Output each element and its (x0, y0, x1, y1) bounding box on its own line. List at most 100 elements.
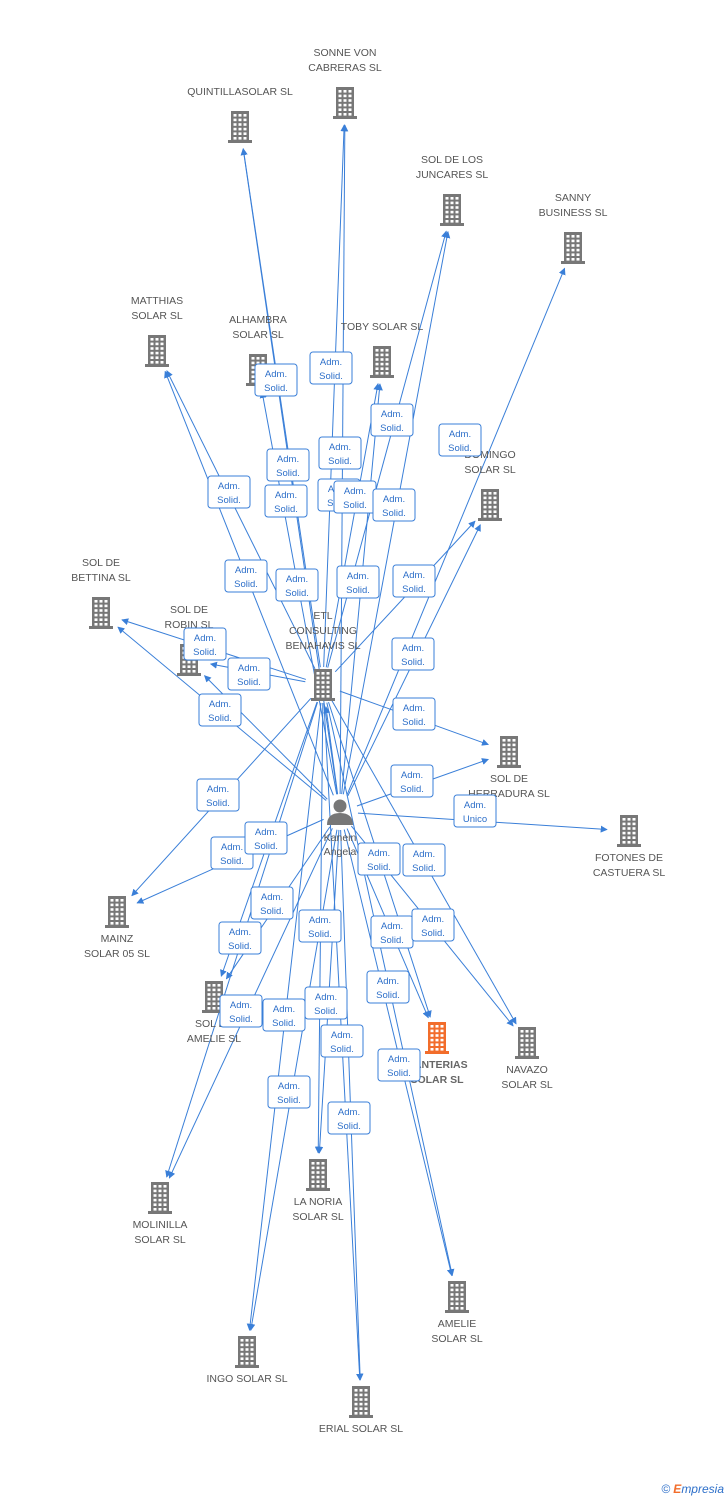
company-node-quintilla[interactable]: QUINTILLASOLAR SL (187, 86, 293, 143)
company-node-sanny[interactable]: SANNY BUSINESS SL (539, 192, 608, 264)
edge-label-etl-to-noria[interactable]: Adm.Solid. (304, 986, 348, 1020)
edge-label-line: Adm. (275, 490, 297, 501)
edge-label-etl-to-amelie[interactable]: Adm.Solid. (366, 970, 410, 1004)
footer-brand[interactable]: ©Empresia (661, 1482, 724, 1496)
node-label-line: SANNY (555, 192, 591, 204)
edge-label-line: Adm. (278, 1081, 300, 1092)
edge-label-person-to-robin[interactable]: Adm.Solid. (198, 693, 242, 727)
node-label-line: CABRERAS SL (308, 62, 382, 74)
building-icon (561, 232, 585, 264)
company-node-bettina[interactable]: SOL DE BETTINA SL (71, 557, 131, 629)
edge-label-person-to-amelie-sol[interactable]: Adm.Solid. (218, 921, 262, 955)
edge-label-person-to-alhambra[interactable]: Adm. Solid. (264, 484, 308, 518)
edge-label-person-to-juncares[interactable]: Adm.Solid. (438, 423, 482, 457)
edge-label-person-to-canterias[interactable]: Adm.Solid. (370, 915, 414, 949)
edge-label-line: Solid. (343, 500, 367, 511)
node-label-line: BETTINA SL (71, 572, 131, 584)
edge-etl-to-toby (325, 382, 381, 668)
edge-label-line: Adm. (338, 1107, 360, 1118)
company-node-ingo[interactable]: INGO SOLAR SL (206, 1336, 288, 1385)
edges-layer (117, 124, 608, 1381)
edge-label-etl-to-canterias[interactable]: Adm.Solid. (377, 1048, 421, 1082)
node-label-line: SOLAR SL (464, 464, 516, 476)
edge-label-etl-to-sonne[interactable]: Adm.Solid. (309, 351, 353, 385)
building-icon (440, 194, 464, 226)
company-node-mainz[interactable]: MAINZ SOLAR 05 SL (84, 896, 150, 960)
edge-label-person-to-molinilla[interactable]: Adm. Solid. (267, 1075, 311, 1109)
edge-label-line: Solid. (387, 1068, 411, 1079)
node-label-line: SOLAR 05 SL (84, 948, 150, 960)
building-icon (333, 87, 357, 119)
edge-label-etl-to-quintilla[interactable]: Adm.Solid. (333, 480, 377, 514)
edge-label-etl-to-ingo[interactable]: Adm.Solid. (320, 1024, 364, 1058)
edge-label-person-to-ingo[interactable]: Adm.Solid. (250, 886, 294, 920)
edge-label-person-to-fotones[interactable]: Adm.Unico (453, 794, 497, 828)
edge-label-line: Solid. (402, 584, 426, 595)
edge-label-person-to-etl[interactable]: Adm.Solid. (275, 568, 319, 602)
edge-label-etl-to-domingo[interactable]: Adm.Solid. (391, 637, 435, 671)
edge-label-line: Adm. (320, 357, 342, 368)
node-label-line: BUSINESS SL (539, 207, 608, 219)
edge-label-line: Solid. (380, 423, 404, 434)
node-label-line: INGO SOLAR SL (206, 1373, 287, 1385)
edge-label-etl-to-amelie-sol[interactable]: Adm.Solid. (219, 994, 263, 1028)
edge-label-line: Solid. (274, 504, 298, 515)
edge-label-person-to-domingo[interactable]: Adm.Solid. (392, 564, 436, 598)
edge-label-person-to-bettina[interactable]: Adm.Solid. (224, 559, 268, 593)
edge-label-person-to-noria[interactable]: Adm.Solid. (298, 909, 342, 943)
edge-label-etl-to-toby[interactable]: Adm.Solid. (336, 565, 380, 599)
edge-label-person-to-amelie[interactable]: Adm.Solid. (357, 842, 401, 876)
edge-label-line: Adm. (422, 914, 444, 925)
edge-label-etl-to-navazo[interactable]: Adm.Solid. (402, 843, 446, 877)
edge-label-line: Adm. (402, 643, 424, 654)
edge-etl-to-sonne (323, 124, 348, 668)
edge-etl-to-matthias (166, 370, 316, 670)
edge-label-person-to-quintilla[interactable]: Adm.Solid. (370, 403, 414, 437)
company-node-toby[interactable]: TOBY SOLAR SL (341, 321, 424, 378)
node-label-line: QUINTILLASOLAR SL (187, 86, 293, 98)
edge-label-etl-to-herradura[interactable]: Adm.Solid. (390, 764, 434, 798)
company-node-erial[interactable]: ERIAL SOLAR SL (319, 1386, 403, 1435)
edge-label-etl-to-bettina[interactable]: Adm.Solid. (183, 627, 227, 661)
building-icon (105, 896, 129, 928)
edge-label-etl-to-mainz[interactable]: Adm.Solid. (196, 778, 240, 812)
edge-label-etl-to-robin[interactable]: Adm.Solid. (227, 657, 271, 691)
edge-label-person-to-sanny[interactable]: Adm.Solid. (254, 363, 298, 397)
edge-label-etl-to-erial[interactable]: Adm.Solid. (244, 821, 288, 855)
edge-label-person-to-toby[interactable]: Adm.Solid. (318, 436, 362, 470)
node-label-line: AMELIE SL (187, 1033, 241, 1045)
edge-label-line: Adm. (377, 976, 399, 987)
edge-label-etl-to-juncares[interactable]: Adm.Solid. (372, 488, 416, 522)
node-label-line: SOL DE (82, 557, 120, 569)
edge-label-person-to-navazo[interactable]: Adm. Solid. (411, 908, 455, 942)
node-label-line: TOBY SOLAR SL (341, 321, 424, 333)
node-label-line: SOL DE (170, 604, 208, 616)
edge-label-etl-to-matthias[interactable]: Adm.Solid. (266, 448, 310, 482)
edge-label-line: Solid. (285, 588, 309, 599)
edge-label-person-to-matthias[interactable]: Adm.Solid. (207, 475, 251, 509)
edge-label-line: Adm. (209, 699, 231, 710)
edge-label-etl-to-molinilla[interactable]: Adm.Solid. (262, 998, 306, 1032)
node-label-line: MAINZ (101, 933, 134, 945)
edge-label-person-to-herradura[interactable]: Adm.Solid. (392, 697, 436, 731)
building-icon (306, 1159, 330, 1191)
edge-label-line: Solid. (277, 1095, 301, 1106)
edge-label-line: Solid. (421, 928, 445, 939)
edge-label-line: Solid. (400, 784, 424, 795)
edge-label-person-to-erial[interactable]: Adm.Solid. (327, 1101, 371, 1135)
